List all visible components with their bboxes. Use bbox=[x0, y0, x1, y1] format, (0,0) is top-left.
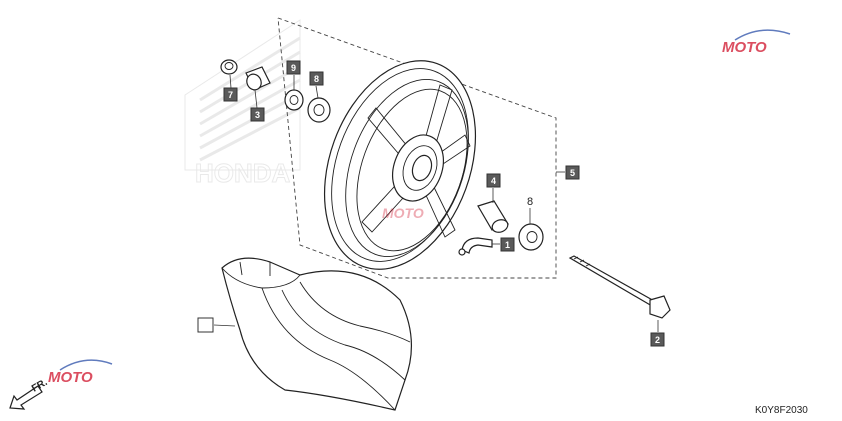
center-watermark: MOTO bbox=[382, 205, 424, 221]
svg-text:5: 5 bbox=[570, 168, 575, 178]
watermark-bottom-left: MOTO bbox=[48, 359, 113, 386]
svg-text:FR.: FR. bbox=[30, 377, 50, 395]
svg-text:1: 1 bbox=[505, 240, 510, 250]
leader-lines bbox=[213, 74, 659, 332]
callout-3: 3 bbox=[250, 107, 265, 122]
callout-7: 7 bbox=[223, 87, 238, 102]
part-8-bearing-upper bbox=[307, 97, 331, 123]
part-7-nut bbox=[220, 59, 238, 75]
svg-text:8: 8 bbox=[527, 196, 533, 208]
part-3-collar bbox=[245, 66, 271, 91]
svg-text:9: 9 bbox=[291, 63, 296, 73]
callout-4: 4 bbox=[486, 173, 501, 188]
svg-text:7: 7 bbox=[228, 90, 233, 100]
callout-1: 1 bbox=[500, 237, 515, 252]
svg-text:4: 4 bbox=[491, 176, 496, 186]
callout-tire-empty bbox=[197, 317, 214, 333]
svg-text:2: 2 bbox=[655, 335, 660, 345]
assembly-outline bbox=[277, 17, 557, 279]
svg-text:MOTO: MOTO bbox=[48, 369, 93, 386]
callout-8-upper: 8 bbox=[309, 71, 324, 86]
svg-text:8: 8 bbox=[314, 74, 319, 84]
part-1-air-valve bbox=[458, 237, 493, 256]
rear-wheel bbox=[323, 60, 477, 270]
svg-text:3: 3 bbox=[255, 110, 260, 120]
tire bbox=[221, 257, 412, 411]
svg-text:MOTO: MOTO bbox=[722, 39, 767, 56]
svg-text:HONDA: HONDA bbox=[195, 158, 291, 188]
callout-8-lower: 8 bbox=[527, 196, 533, 208]
part-8-bearing-lower bbox=[518, 223, 544, 251]
callout-5: 5 bbox=[565, 165, 580, 180]
diagram-code: K0Y8F2030 bbox=[755, 405, 808, 416]
svg-text:MOTO: MOTO bbox=[382, 205, 424, 221]
callout-2: 2 bbox=[650, 332, 665, 347]
part-4-distance-collar bbox=[477, 200, 509, 233]
watermark-top-right: MOTO bbox=[722, 29, 791, 56]
callout-9: 9 bbox=[286, 60, 301, 75]
background-wing-logo: HONDA bbox=[184, 19, 301, 189]
part-2-axle-bolt bbox=[568, 255, 671, 319]
part-9-bearing bbox=[284, 89, 304, 111]
front-direction-indicator: FR. bbox=[9, 377, 50, 410]
